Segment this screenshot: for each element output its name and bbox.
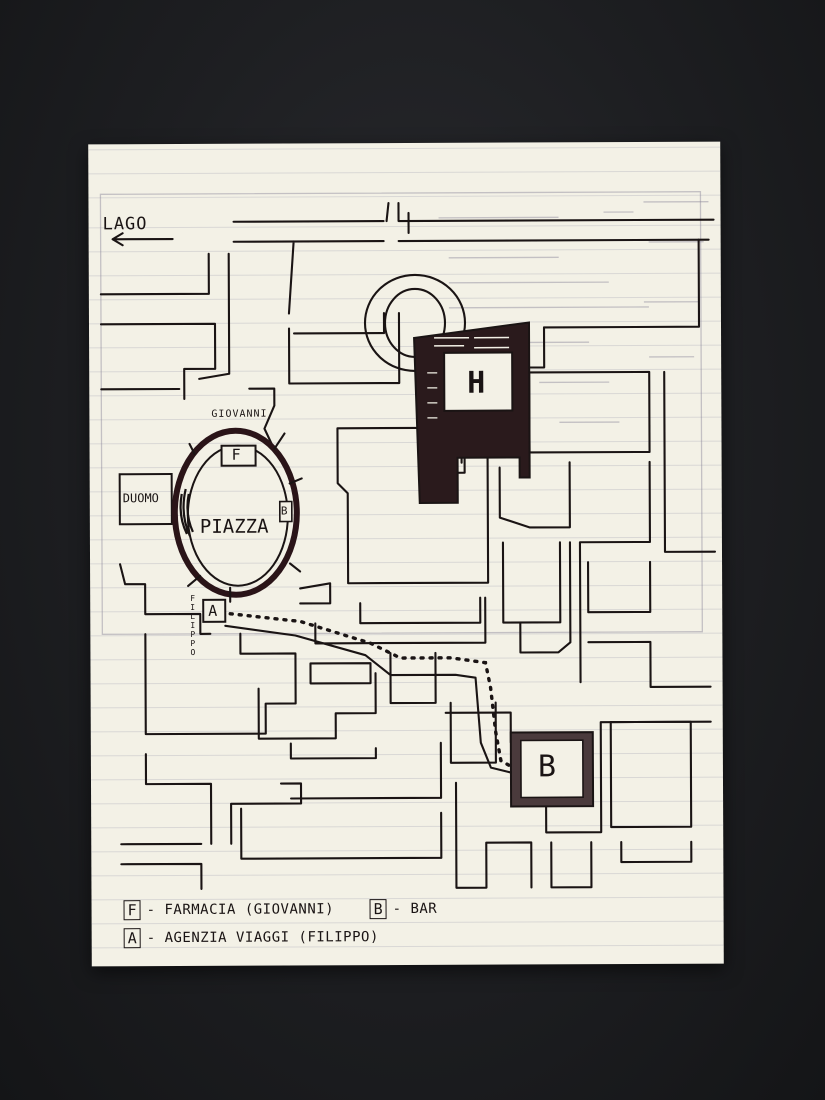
bar-building <box>509 731 595 808</box>
notebook-page: LAGO GIOVANNI DUOMO PIAZZA F B A FILIPPO… <box>88 141 724 967</box>
legend-text-bar: - BAR <box>392 900 438 918</box>
hand-drawn-street-map <box>99 191 717 890</box>
bar-marker-letter: B <box>537 749 557 785</box>
bar-tag-box <box>278 500 293 523</box>
duomo-block <box>118 473 173 526</box>
hotel-building <box>413 321 531 504</box>
giovanni-label: GIOVANNI <box>211 408 268 420</box>
hotel-label: H <box>467 365 486 401</box>
filippo-label: FILIPPO <box>190 593 197 657</box>
duomo-label: DUOMO <box>122 491 159 506</box>
street-blocks <box>99 201 717 890</box>
legend-key-pharmacy: F <box>123 900 141 921</box>
legend-key-agency: A <box>123 928 141 949</box>
bar-tag-letter: B <box>280 504 288 518</box>
legend-item-bar: B - BAR <box>369 899 438 920</box>
route-dotted-path <box>228 612 515 770</box>
lake-arrow <box>111 232 174 247</box>
pharmacy-marker-box <box>220 444 257 467</box>
legend-text-pharmacy: - FARMACIA (GIOVANNI) <box>146 901 335 919</box>
legend-key-bar: B <box>369 899 387 920</box>
bleed-through-writing <box>99 191 709 635</box>
agency-marker-letter: A <box>208 601 218 620</box>
agency-marker-box <box>202 598 227 623</box>
pharmacy-marker-letter: F <box>231 445 242 464</box>
legend-text-agency: - AGENZIA VIAGGI (FILIPPO) <box>146 929 379 947</box>
lake-label: LAGO <box>102 214 148 235</box>
legend-item-agency: A - AGENZIA VIAGGI (FILIPPO) <box>123 927 379 949</box>
piazza-label: PIAZZA <box>199 515 269 538</box>
legend-item-pharmacy: F - FARMACIA (GIOVANNI) <box>123 899 335 921</box>
